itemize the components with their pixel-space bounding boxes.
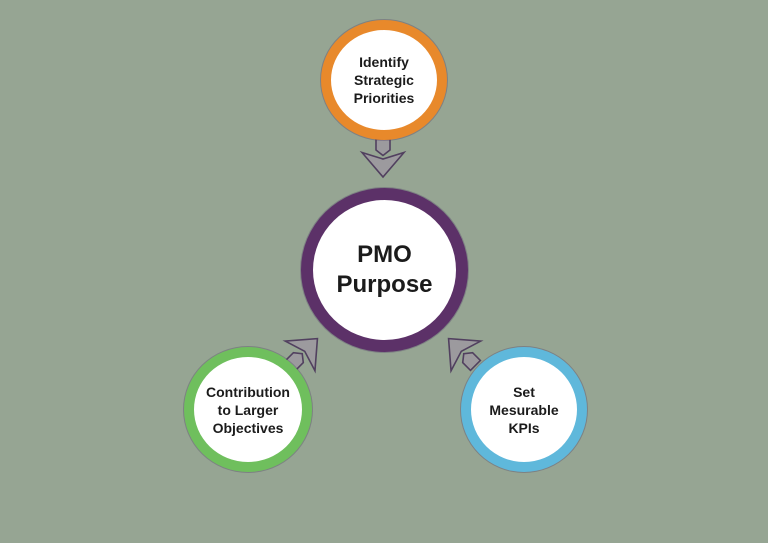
- node-label-line: Mesurable: [489, 401, 559, 418]
- node-set-mesurable-kpis: Set Mesurable KPIs: [461, 347, 587, 472]
- node-label: Identify Strategic Priorities: [331, 53, 437, 107]
- node-label-line: PMO: [357, 241, 412, 268]
- node-label-line: Set: [513, 383, 535, 400]
- node-label-line: Purpose: [336, 271, 433, 298]
- node-label-line: Strategic: [354, 72, 414, 88]
- node-pmo-purpose: PMO Purpose: [301, 188, 468, 352]
- node-label: PMO Purpose: [313, 240, 456, 300]
- node-contribution-to-larger-objectives: Contribution to Larger Objectives: [184, 347, 312, 472]
- node-label: Contribution to Larger Objectives: [194, 383, 302, 437]
- node-label-line: Priorities: [353, 90, 415, 106]
- node-label: Set Mesurable KPIs: [471, 383, 577, 437]
- node-label-line: to Larger: [217, 401, 279, 418]
- node-label-line: Contribution: [206, 383, 290, 400]
- node-identify-strategic-priorities: Identify Strategic Priorities: [321, 20, 447, 140]
- node-label-line: Identify: [359, 54, 409, 70]
- node-label-line: Objectives: [212, 419, 284, 436]
- arrow-down-icon: [359, 138, 407, 179]
- node-label-line: KPIs: [508, 419, 540, 436]
